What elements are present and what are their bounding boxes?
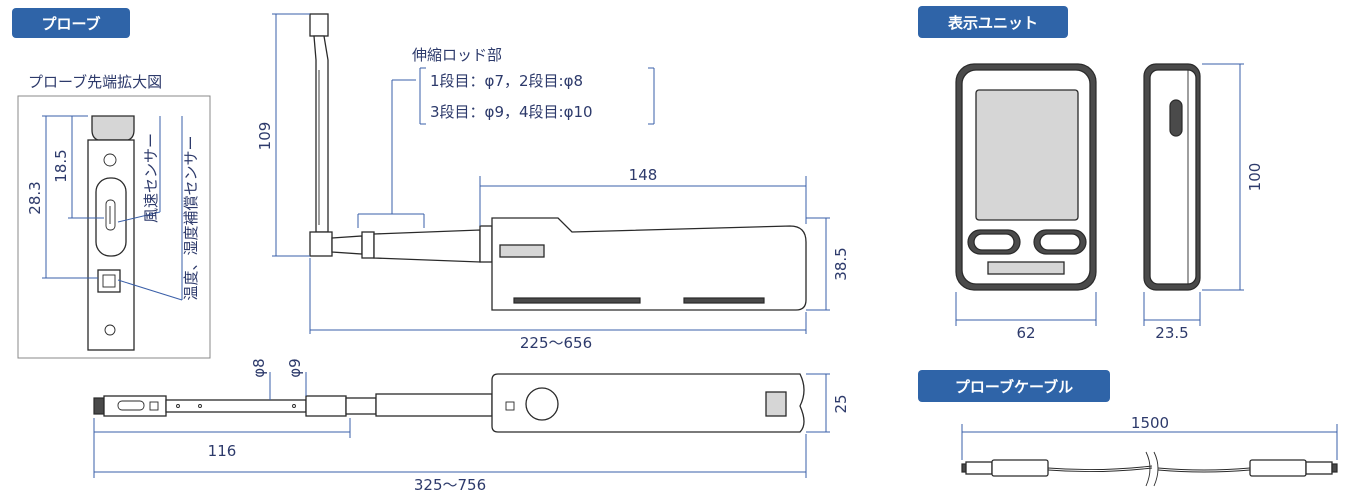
probe-bent-dimensions [272, 13, 830, 334]
detail-title: プローブ先端拡大図 [28, 73, 162, 91]
unit-width-dim: 62 [1016, 324, 1035, 342]
probe-tip-drawing [87, 115, 135, 351]
detail-dimensions [42, 115, 183, 301]
detail-dim-outer: 28.3 [26, 181, 44, 214]
probe-tip-length-dim: 116 [208, 442, 237, 460]
dia-b-dim: φ9 [286, 358, 304, 377]
wind-sensor-label: 風速センサー [142, 133, 160, 223]
display-unit-section-label: 表示ユニット [948, 14, 1038, 32]
probe-total-straight-dim: 325～756 [414, 476, 486, 494]
unit-depth-dim: 23.5 [1155, 324, 1188, 342]
display-unit-front-drawing [955, 63, 1097, 291]
display-unit-side-dimensions [1143, 63, 1244, 326]
detail-frame [17, 95, 211, 359]
cable-length-dim: 1500 [1131, 414, 1169, 432]
dia-a-dim: φ8 [250, 358, 268, 377]
detail-dim-inner: 18.5 [52, 149, 70, 182]
probe-straight-drawing [93, 373, 805, 433]
probe-thickness-dim: 25 [832, 394, 850, 413]
probe-height-dim: 109 [256, 122, 274, 151]
probe-body-height-dim: 38.5 [832, 247, 850, 280]
rod-title: 伸縮ロッド部 [412, 46, 502, 64]
unit-height-dim: 100 [1246, 163, 1264, 192]
rod-line-1: 1段目：φ7，2段目:φ8 [430, 72, 583, 90]
probe-body-length-dim: 148 [629, 166, 658, 184]
probe-bent-drawing [309, 13, 807, 311]
probe-cable-section-tag: プローブケーブル [918, 370, 1110, 402]
probe-cable-section-label: プローブケーブル [955, 378, 1073, 396]
probe-section-label: プローブ [41, 15, 100, 33]
display-unit-front-dimensions [955, 292, 1097, 326]
probe-section-tag: プローブ [12, 8, 130, 38]
display-unit-side-drawing [1143, 63, 1201, 291]
temp-sensor-label: 温度、湿度補償センサー [182, 135, 200, 300]
probe-cable-dimensions [961, 424, 1338, 460]
probe-cable-drawing [961, 451, 1338, 487]
display-unit-section-tag: 表示ユニット [918, 6, 1068, 38]
rod-line-2: 3段目：φ9，4段目:φ10 [430, 103, 593, 121]
probe-straight-dimensions [93, 372, 830, 478]
probe-total-bent-dim: 225～656 [520, 334, 592, 352]
